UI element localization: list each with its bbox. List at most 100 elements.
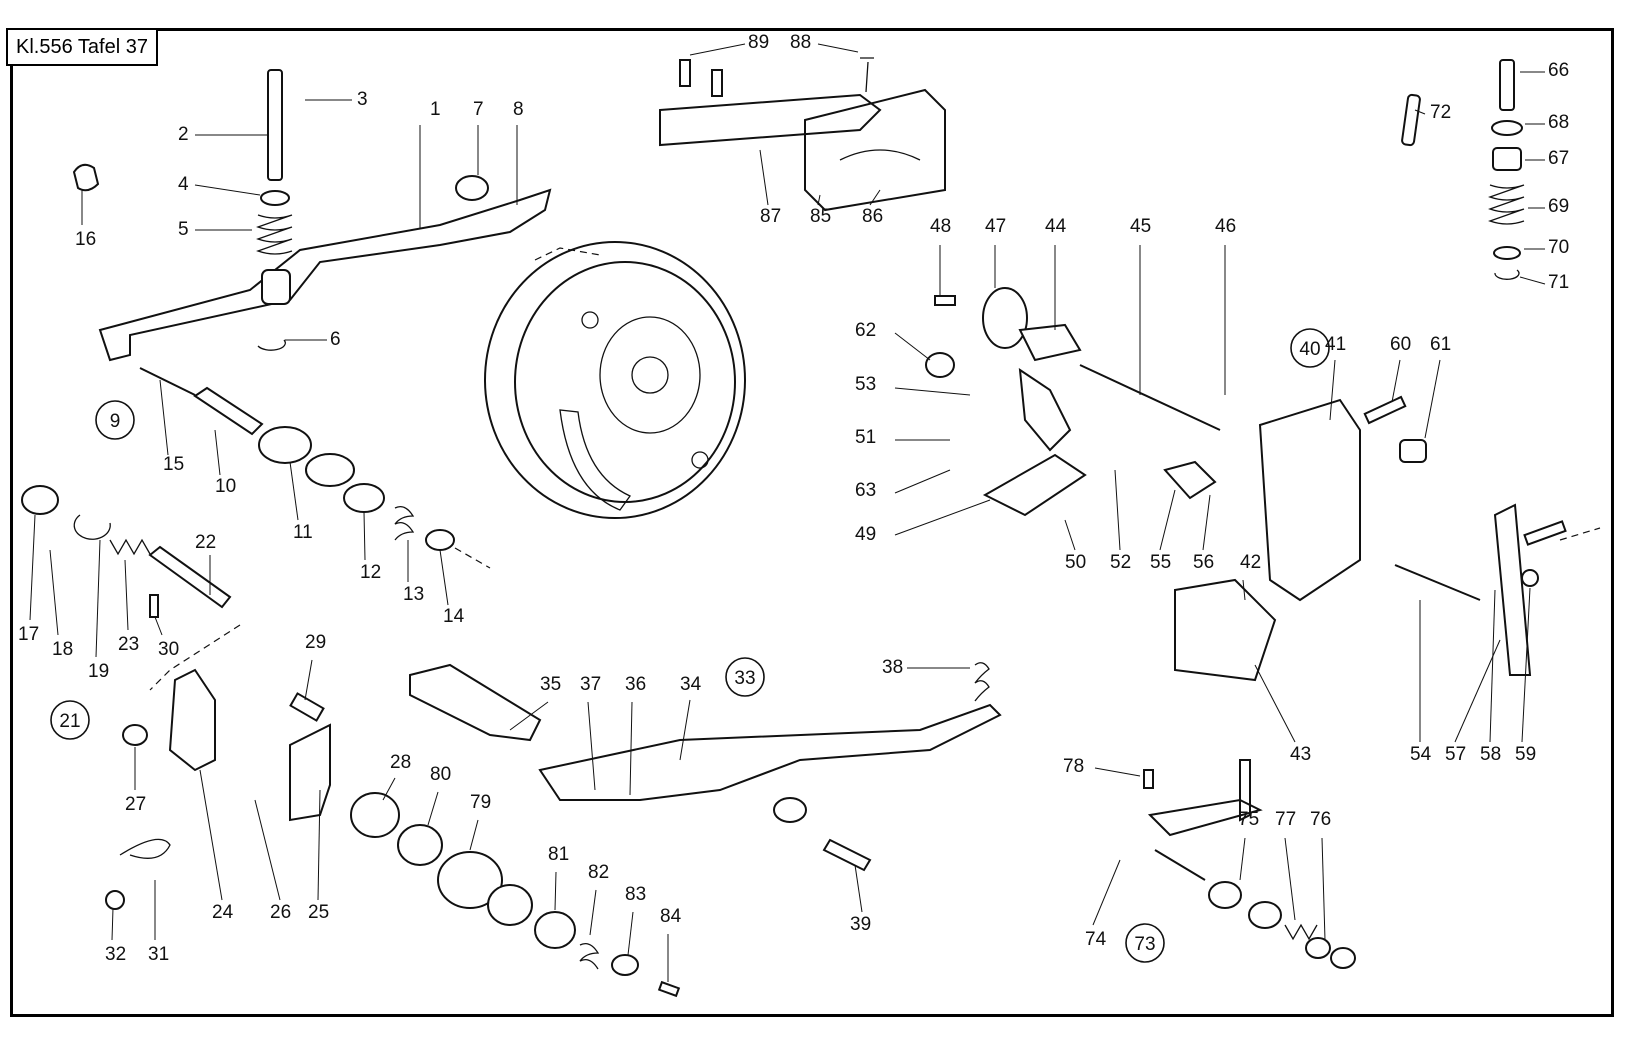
leader-79 (469, 819, 479, 851)
latch-57 (1493, 503, 1532, 676)
callout-50: 50 (1065, 552, 1086, 573)
callout-38: 38 (882, 657, 903, 678)
callout-61: 61 (1430, 334, 1451, 355)
shaft-22 (148, 545, 232, 609)
drawing-frame (10, 28, 1614, 1017)
callout-24: 24 (212, 902, 234, 923)
group-ring-40 (1290, 328, 1330, 368)
callout-79: 79 (470, 792, 491, 813)
callout-28: 28 (390, 752, 411, 773)
callout-13: 13 (403, 584, 424, 605)
leader-56 (1202, 494, 1211, 551)
leader-59 (1521, 587, 1531, 743)
leader-11 (289, 461, 299, 521)
screw-10 (193, 386, 264, 436)
bracket-24 (168, 668, 216, 772)
group-ring-21 (50, 700, 90, 740)
leader-15 (159, 379, 169, 456)
callout-62: 62 (855, 320, 876, 341)
washer-4 (260, 190, 290, 206)
leader-34 (679, 699, 691, 761)
group-ring-33 (725, 657, 765, 697)
leader-88 (817, 43, 859, 53)
leader-62 (894, 332, 931, 361)
callout-37: 37 (580, 674, 601, 695)
callout-70: 70 (1548, 237, 1569, 258)
screw-78 (1143, 769, 1154, 789)
pulley-bore (631, 356, 669, 394)
screw-48 (934, 295, 956, 306)
leader-49 (894, 499, 991, 536)
callout-85: 85 (810, 206, 831, 227)
leader-29 (304, 659, 313, 701)
disk-12 (343, 483, 385, 513)
callout-76: 76 (1310, 809, 1331, 830)
callout-78: 78 (1063, 756, 1084, 777)
plate-title: Kl.556 Tafel 37 (6, 28, 158, 66)
spring-77 (1284, 923, 1318, 941)
leader-60 (1391, 359, 1401, 403)
washer-62 (925, 352, 955, 378)
nut-76a (1305, 937, 1331, 959)
callout-60: 60 (1390, 334, 1411, 355)
callout-6: 6 (330, 329, 341, 350)
callout-34: 34 (680, 674, 702, 695)
callout-66: 66 (1548, 60, 1569, 81)
ring-71 (1494, 269, 1520, 280)
leader-63 (894, 469, 951, 494)
rod-15 (139, 367, 196, 396)
leader-58 (1489, 589, 1496, 743)
clip-19 (73, 514, 111, 540)
callout-18: 18 (52, 639, 73, 660)
spring-69 (1488, 184, 1525, 225)
group-ring-73 (1125, 923, 1165, 963)
callout-80: 80 (430, 764, 451, 785)
felt-80b (487, 884, 533, 926)
screw-89b (711, 69, 723, 97)
spring-5 (256, 214, 293, 255)
callout-43: 43 (1290, 744, 1311, 765)
washer-11a (258, 426, 312, 464)
callout-31: 31 (148, 944, 169, 965)
pulley-rim (514, 261, 736, 503)
callout-83: 83 (625, 884, 646, 905)
leader-83 (627, 911, 634, 956)
leader-72 (1414, 109, 1426, 115)
callout-11: 11 (293, 522, 313, 543)
callout-32: 32 (105, 944, 126, 965)
callout-81: 81 (548, 844, 569, 865)
leader-19 (95, 539, 101, 658)
leader-24 (199, 769, 223, 901)
callout-89: 89 (748, 32, 769, 53)
nut-83 (611, 954, 639, 976)
leader-lines (29, 43, 1546, 982)
callout-52: 52 (1110, 552, 1131, 573)
cap-16 (72, 163, 100, 192)
callout-39: 39 (850, 914, 871, 935)
callout-57: 57 (1445, 744, 1466, 765)
callout-58: 58 (1480, 744, 1501, 765)
leader-43 (1254, 664, 1296, 743)
gear-79 (437, 851, 503, 909)
screw-32 (105, 890, 125, 910)
washer-11b (305, 453, 355, 487)
washer-68 (1491, 120, 1523, 136)
leader-14 (439, 549, 449, 606)
leader-75 (1239, 837, 1246, 881)
callout-69: 69 (1548, 196, 1569, 217)
callout-54: 54 (1410, 744, 1432, 765)
callout-25: 25 (308, 902, 329, 923)
bolt-39 (822, 838, 872, 872)
callout-1: 1 (430, 99, 441, 120)
leader-30 (154, 616, 163, 636)
leader-32 (111, 907, 114, 941)
screw-88 (860, 57, 874, 93)
leader-85 (817, 194, 821, 206)
ring-6 (257, 339, 286, 351)
group-label-40: 40 (1299, 339, 1320, 360)
washer-75b (1248, 901, 1282, 929)
leader-74 (1092, 859, 1121, 926)
spring-82 (579, 942, 600, 970)
pin (267, 69, 283, 181)
